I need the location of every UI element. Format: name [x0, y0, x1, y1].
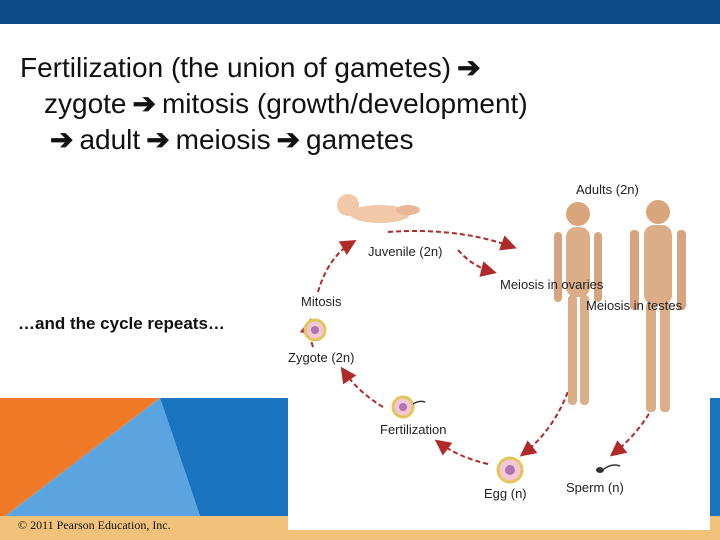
headline-line-1: Fertilization (the union of gametes)➔ — [20, 50, 710, 86]
headline-line-3: ➔adult➔meiosis➔gametes — [20, 122, 710, 158]
copyright: © 2011 Pearson Education, Inc. — [18, 518, 171, 532]
zygote-cell-icon — [303, 318, 327, 342]
arrow-mitosis-to-juvenile — [317, 239, 357, 293]
right-arrow-icon: ➔ — [132, 88, 156, 119]
headline-zygote: zygote — [44, 88, 127, 119]
headline-line-2: zygote➔mitosis (growth/development) — [20, 86, 710, 122]
right-arrow-icon: ➔ — [50, 124, 74, 155]
right-arrow-icon: ➔ — [457, 52, 481, 83]
arrow-adults-to-meiosis — [457, 249, 497, 277]
label-meiosis-ovaries: Meiosis in ovaries — [500, 277, 604, 292]
arrow-fertilization-to-zygote — [340, 366, 384, 408]
top-bar — [0, 0, 720, 24]
right-arrow-icon: ➔ — [276, 124, 301, 155]
headline-fertilization: Fertilization (the union of gametes) — [20, 52, 452, 83]
blue-panel — [160, 398, 300, 516]
arrow-juvenile-to-adults — [387, 230, 517, 251]
adult-male-illustration — [630, 200, 686, 412]
label-mitosis: Mitosis — [301, 294, 342, 309]
baby-illustration — [337, 194, 420, 223]
label-fertilization: Fertilization — [380, 422, 446, 437]
right-arrow-icon: ➔ — [146, 124, 170, 155]
life-cycle-diagram: Adults (2n) Juvenile (2n) Meiosis in ova… — [288, 172, 710, 530]
arrow-ovaries-to-egg — [519, 376, 574, 457]
headline: Fertilization (the union of gametes)➔ zy… — [20, 50, 710, 158]
headline-meiosis: meiosis — [175, 124, 271, 155]
adult-female-illustration — [554, 202, 602, 405]
label-egg: Egg (n) — [484, 486, 527, 501]
tagline: …and the cycle repeats… — [18, 314, 225, 333]
fertilization-cell-icon — [391, 395, 426, 419]
arrow-testes-to-sperm — [609, 406, 654, 457]
arrow-zygote-to-mitosis — [299, 318, 316, 348]
decorative-background — [0, 398, 720, 540]
label-meiosis-testes: Meiosis in testes — [586, 298, 683, 313]
label-zygote: Zygote (2n) — [288, 350, 354, 365]
headline-gametes: gametes — [306, 124, 414, 155]
headline-adult: adult — [79, 124, 141, 155]
sperm-cell-icon — [596, 464, 621, 473]
arrow-egg-to-fertilization — [434, 439, 489, 465]
label-juvenile: Juvenile (2n) — [368, 244, 442, 259]
light-blue-wedge — [0, 398, 300, 540]
egg-cell-icon — [496, 456, 524, 484]
label-adults: Adults (2n) — [576, 182, 639, 197]
label-sperm: Sperm (n) — [566, 480, 624, 495]
headline-mitosis: mitosis (growth/development) — [161, 88, 528, 119]
